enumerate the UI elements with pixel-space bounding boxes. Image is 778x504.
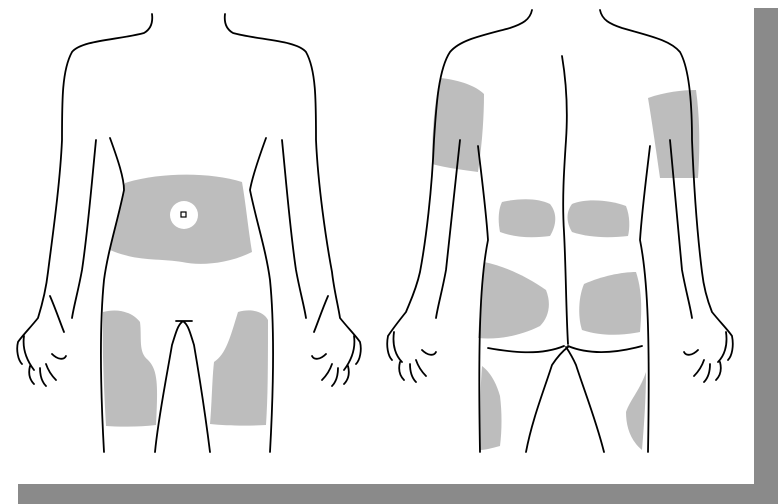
left-thigh-injection-site [210,310,268,425]
left-lower-back-injection-site [568,200,630,237]
front-body-figure [0,0,380,480]
frame-shadow-bottom [18,484,778,504]
navel-clear-zone [170,201,198,229]
right-buttock-injection-site [478,262,549,339]
front-right-arm-inner [282,140,306,318]
back-body-figure [380,0,752,480]
right-lower-back-injection-site [499,199,556,237]
frame-shadow-right [754,8,778,504]
left-buttock-injection-site [579,272,641,335]
left-outer-thigh-injection-site [626,372,646,450]
back-body-outline [387,10,733,452]
front-left-arm-inner [72,140,96,318]
right-outer-thigh-injection-site [480,366,502,450]
right-thigh-injection-site [103,310,157,426]
